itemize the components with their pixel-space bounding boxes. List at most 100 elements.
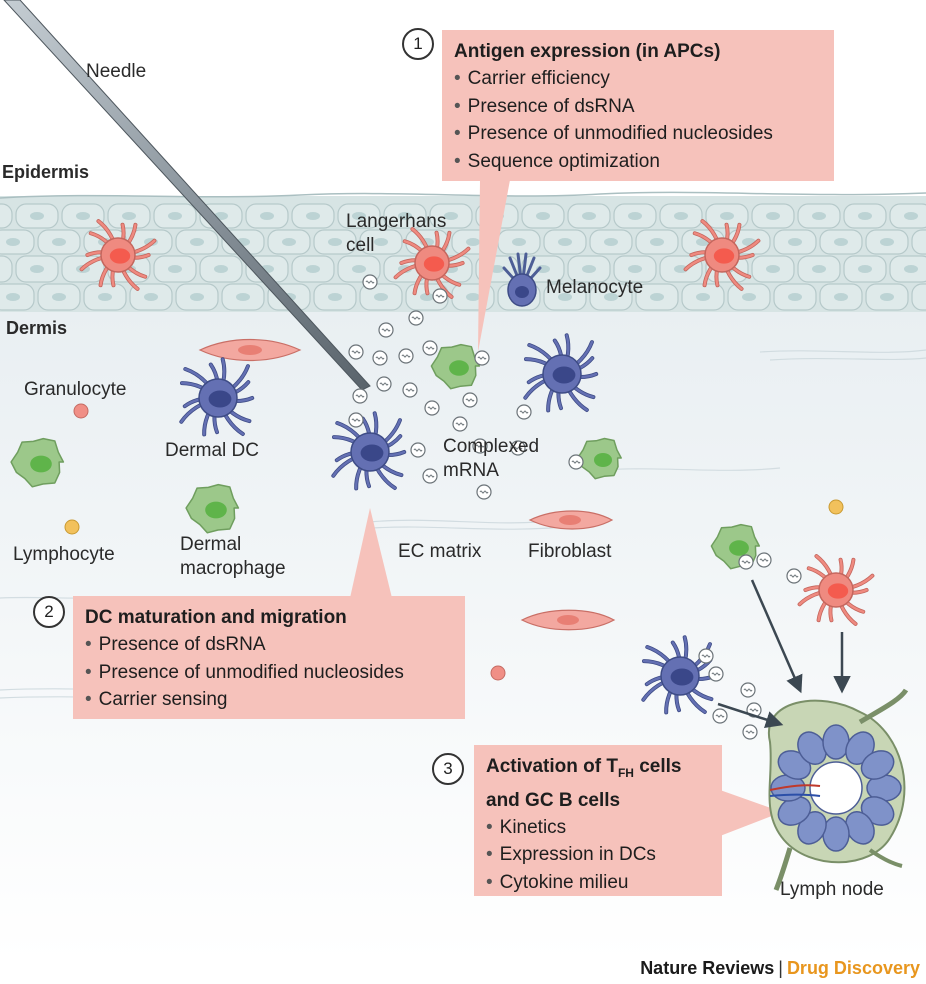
antigen-expression-title: Antigen expression (in APCs)	[454, 41, 721, 62]
dc-maturation-list: Presence of dsRNA Presence of unmodified…	[85, 631, 453, 714]
melanocyte-cell	[502, 252, 542, 307]
dermal-macrophage-cell	[185, 483, 240, 534]
dermal-dc-cell	[179, 357, 255, 437]
langerhans-cell	[797, 554, 875, 626]
lymph-node-label: Lymph node	[780, 879, 884, 900]
list-item: Kinetics	[486, 814, 710, 842]
migration-arrows	[717, 579, 851, 729]
complexed-mrna-label-line1: Complexed	[443, 436, 540, 457]
langerhans-cell	[79, 219, 157, 291]
ec-matrix-label: EC matrix	[398, 541, 482, 562]
antigen-expression-list: Carrier efficiency Presence of dsRNA Pre…	[454, 65, 822, 175]
granulocyte-label: Granulocyte	[24, 379, 127, 400]
mrna-particle	[432, 288, 448, 304]
fibroblast-label: Fibroblast	[528, 541, 612, 562]
langerhans-label-line2: cell	[346, 235, 375, 256]
needle	[3, 0, 371, 391]
dc-maturation-title: DC maturation and migration	[85, 607, 347, 628]
mrna-particle	[362, 274, 378, 290]
mrna-particle	[378, 322, 394, 338]
mrna-particle	[398, 348, 414, 364]
mrna-particle	[756, 552, 772, 568]
mrna-particle	[712, 708, 728, 724]
epidermis-label: Epidermis	[2, 162, 90, 182]
mrna-particle	[348, 412, 364, 428]
mrna-particle	[476, 484, 492, 500]
langerhans-label-line1: Langerhans	[346, 211, 447, 232]
mrna-particle	[708, 666, 724, 682]
dc-maturation-box: DC maturation and migration Presence of …	[73, 596, 465, 719]
fibroblast-cells	[198, 338, 616, 631]
mrna-particle	[740, 682, 756, 698]
list-item: Presence of unmodified nucleosides	[454, 120, 822, 148]
mrna-particle	[786, 568, 802, 584]
step-1-marker: 1	[402, 28, 434, 60]
list-item: Sequence optimization	[454, 148, 822, 176]
credit-separator: |	[778, 958, 783, 978]
dermal-macrophage-cell	[10, 437, 65, 488]
mrna-particle	[698, 648, 714, 664]
list-item: Presence of dsRNA	[85, 631, 453, 659]
activation-title-line2: and GC B cells	[486, 789, 621, 811]
mrna-particle	[510, 440, 526, 456]
dermal-dc-cell	[331, 411, 407, 491]
antigen-expression-box: Antigen expression (in APCs) Carrier eff…	[442, 30, 834, 181]
step-3-marker: 3	[432, 753, 464, 785]
mrna-particle	[376, 376, 392, 392]
journal-section: Drug Discovery	[786, 958, 920, 978]
dermal-dc-cell	[523, 333, 599, 413]
mrna-particle	[408, 310, 424, 326]
mrna-particle	[402, 382, 418, 398]
mrna-particle	[452, 416, 468, 432]
lymphocyte-cells	[64, 499, 844, 535]
granulocyte-cells	[73, 403, 506, 681]
mrna-particle	[516, 404, 532, 420]
callout-pointer-3	[720, 790, 782, 836]
dermal-macrophage-cell	[576, 437, 622, 480]
list-item: Carrier efficiency	[454, 65, 822, 93]
mrna-particle	[422, 468, 438, 484]
mrna-particle	[742, 724, 758, 740]
langerhans-cell	[683, 219, 761, 291]
lymph-node	[767, 688, 909, 891]
activation-list: Kinetics Expression in DCs Cytokine mili…	[486, 814, 710, 897]
mrna-particle	[474, 350, 490, 366]
mrna-particle	[568, 454, 584, 470]
list-item: Presence of unmodified nucleosides	[85, 659, 453, 687]
activation-title: Activation of TFH cells	[486, 756, 682, 780]
mrna-particle	[738, 554, 754, 570]
langerhans-cell	[393, 227, 471, 299]
dermal-dc-cell	[641, 635, 717, 715]
melanocyte-label: Melanocyte	[546, 277, 644, 298]
list-item: Presence of dsRNA	[454, 93, 822, 121]
dermal-macrophage-cell	[430, 343, 481, 390]
callout-pointer-1	[478, 180, 510, 352]
mrna-particle	[352, 388, 368, 404]
dermal-macrophage-label-line1: Dermal	[180, 534, 242, 555]
step-2-marker: 2	[33, 596, 65, 628]
callout-pointer-2	[350, 508, 392, 598]
list-item: Carrier sensing	[85, 686, 453, 714]
immune-cells	[10, 219, 875, 715]
mrna-particle	[424, 400, 440, 416]
list-item: Cytokine milieu	[486, 869, 710, 897]
activation-box: Activation of TFH cells and GC B cells K…	[474, 745, 722, 896]
dermal-macrophage-label-line2: macrophage	[180, 558, 286, 579]
mrna-particle	[410, 442, 426, 458]
dermis-label: Dermis	[6, 318, 68, 338]
journal-credit: Nature Reviews|Drug Discovery	[640, 958, 920, 979]
mrna-particle	[372, 350, 388, 366]
needle-label: Needle	[86, 61, 147, 82]
mrna-particle	[472, 438, 488, 454]
dermal-dc-label: Dermal DC	[165, 440, 259, 461]
lymphocyte-label: Lymphocyte	[13, 544, 115, 565]
mrna-particle	[462, 392, 478, 408]
mrna-particle	[422, 340, 438, 356]
epidermis-surface	[0, 191, 926, 199]
mrna-particle	[348, 344, 364, 360]
list-item: Expression in DCs	[486, 841, 710, 869]
journal-name: Nature Reviews	[640, 958, 775, 978]
complexed-mrna-particles	[348, 274, 802, 740]
